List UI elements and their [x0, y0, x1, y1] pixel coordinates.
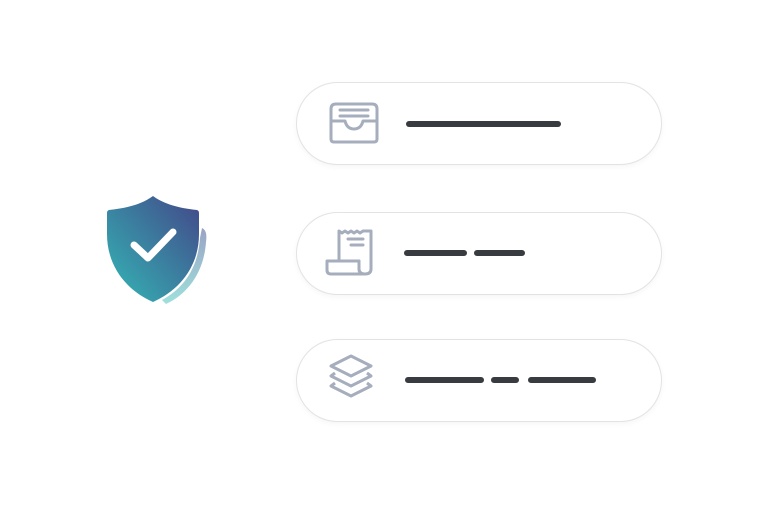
placeholder-text-bar: [406, 121, 561, 127]
inbox-tray-icon: [329, 102, 379, 144]
placeholder-text-bar: [405, 377, 484, 383]
receipt-scroll-icon: [325, 229, 373, 276]
list-item-inbox[interactable]: [296, 82, 662, 165]
placeholder-text-bar: [491, 377, 519, 383]
placeholder-text-bar: [474, 250, 525, 256]
shield-check-icon: [107, 196, 207, 304]
list-item-layers[interactable]: [296, 339, 662, 422]
layers-stack-icon: [329, 354, 373, 398]
placeholder-text-bar: [528, 377, 596, 383]
placeholder-text-bar: [404, 250, 467, 256]
list-item-receipt[interactable]: [296, 212, 662, 295]
